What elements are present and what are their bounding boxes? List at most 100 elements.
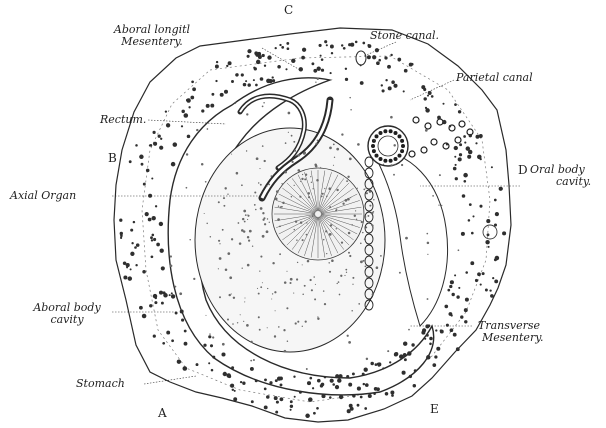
nucleus-dot (288, 132, 289, 133)
nucleus-dot (239, 242, 242, 245)
nucleus-dot (387, 350, 389, 352)
nucleus-dot (324, 303, 326, 305)
nucleus-dot (321, 58, 324, 61)
nucleus-dot (186, 187, 188, 189)
nucleus-dot (360, 64, 362, 66)
nucleus-dot (266, 186, 267, 187)
nucleus-dot (356, 219, 357, 220)
nucleus-dot (192, 87, 196, 91)
nucleus-dot (279, 226, 281, 228)
nucleus-dot (315, 143, 317, 145)
nucleus-dot (458, 110, 461, 113)
nucleus-dot (466, 146, 470, 150)
coil-cell (379, 131, 383, 135)
nucleus-dot (220, 93, 224, 97)
nucleus-dot (372, 55, 376, 59)
nucleus-dot (295, 220, 297, 222)
coil-cell (383, 129, 387, 133)
nucleus-dot (289, 282, 291, 284)
nucleus-dot (155, 205, 157, 207)
nucleus-dot (384, 56, 387, 59)
nucleus-dot (409, 375, 412, 378)
nucleus-dot (437, 116, 441, 120)
nucleus-dot (475, 142, 477, 144)
nucleus-dot (307, 381, 311, 385)
nucleus-dot (312, 215, 314, 217)
nucleus-dot (210, 344, 213, 347)
parietal-cell (431, 139, 437, 145)
nucleus-dot (458, 287, 460, 289)
nucleus-dot (264, 378, 267, 381)
coil-cell (371, 144, 375, 148)
nucleus-dot (367, 44, 369, 46)
nucleus-dot (467, 155, 471, 159)
nucleus-dot (243, 210, 246, 213)
nucleus-dot (309, 218, 310, 219)
nucleus-dot (427, 254, 428, 255)
nucleus-dot (347, 335, 349, 337)
nucleus-dot (482, 272, 485, 275)
nucleus-dot (221, 352, 225, 356)
nucleus-dot (479, 134, 483, 138)
nucleus-dot (247, 219, 248, 220)
nucleus-dot (385, 392, 389, 396)
nucleus-dot (315, 82, 316, 83)
nucleus-dot (362, 42, 365, 45)
nucleus-dot (360, 81, 364, 85)
nucleus-dot (279, 253, 281, 255)
nucleus-dot (326, 195, 328, 197)
nucleus-dot (371, 212, 374, 215)
nucleus-dot (190, 96, 194, 100)
nucleus-dot (492, 277, 494, 279)
letter-e: E (430, 403, 439, 415)
nucleus-dot (262, 235, 265, 238)
nucleus-dot (364, 407, 367, 410)
nucleus-dot (281, 46, 284, 49)
nucleus-dot (367, 215, 369, 217)
nucleus-dot (225, 269, 228, 272)
parietal-cell (437, 119, 443, 125)
nucleus-dot (382, 367, 384, 369)
nucleus-dot (350, 109, 352, 111)
nucleus-dot (301, 178, 303, 180)
nucleus-dot (455, 177, 458, 180)
nucleus-dot (361, 221, 363, 223)
nucleus-dot (142, 314, 147, 319)
nucleus-dot (348, 383, 352, 387)
nucleus-dot (262, 106, 264, 108)
nucleus-dot (308, 196, 310, 198)
nucleus-dot (135, 264, 137, 266)
label-transverse-mesentery-line1: Transverse (478, 320, 540, 331)
nucleus-dot (326, 44, 328, 46)
nucleus-dot (294, 150, 296, 152)
nucleus-dot (264, 223, 266, 225)
nucleus-dot (173, 142, 178, 147)
nucleus-dot (424, 338, 426, 340)
nucleus-dot (455, 164, 457, 166)
nucleus-dot (291, 59, 295, 63)
nucleus-dot (152, 216, 156, 220)
nucleus-dot (341, 242, 343, 244)
nucleus-dot (316, 407, 319, 410)
nucleus-dot (130, 252, 134, 256)
nucleus-dot (222, 343, 225, 346)
nucleus-dot (186, 98, 190, 102)
nucleus-dot (312, 188, 313, 189)
nucleus-dot (181, 110, 184, 113)
nucleus-dot (456, 295, 459, 298)
nucleus-dot (320, 384, 323, 387)
nucleus-dot (250, 360, 252, 362)
nucleus-dot (248, 240, 250, 242)
nucleus-dot (331, 52, 333, 54)
nucleus-dot (470, 261, 474, 265)
nucleus-dot (348, 252, 350, 254)
nucleus-dot (454, 274, 456, 276)
nucleus-dot (362, 373, 365, 376)
nucleus-dot (274, 335, 276, 337)
nucleus-dot (390, 116, 393, 119)
nucleus-dot (426, 355, 430, 359)
nucleus-dot (369, 190, 372, 193)
nucleus-dot (491, 166, 493, 168)
nucleus-dot (276, 401, 279, 404)
nucleus-dot (208, 335, 211, 338)
